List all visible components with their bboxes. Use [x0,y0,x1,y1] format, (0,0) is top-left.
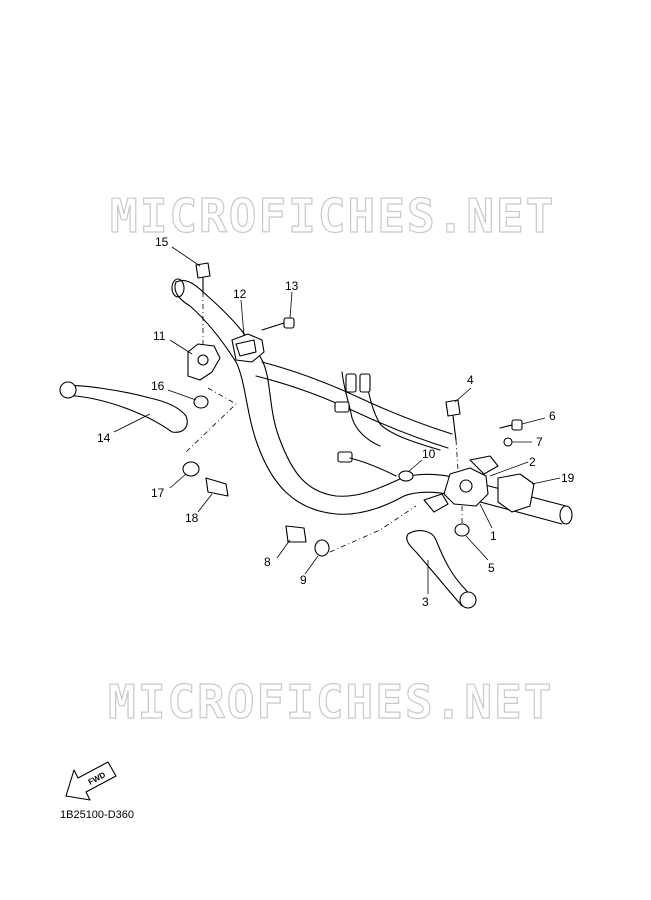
callout-14: 14 [97,431,111,445]
callout-12: 12 [233,287,247,301]
leader-lines [113,246,561,594]
callout-15: 15 [155,235,169,249]
callout-9: 9 [300,573,307,587]
callout-3: 3 [422,595,429,609]
callout-8: 8 [264,555,271,569]
watermark-top: MICROFICHES.NET [110,189,555,243]
callout-11: 11 [153,329,166,343]
fwd-arrow-icon: FWD [65,761,117,801]
diagram-code: 1B25100-D360 [60,809,134,821]
callout-18: 18 [185,511,199,525]
callouts: 15 12 13 11 16 14 17 18 8 9 10 4 6 7 2 1… [97,235,575,609]
callout-2: 2 [529,455,536,469]
callout-6: 6 [549,409,556,423]
callout-7: 7 [536,435,543,449]
callout-4: 4 [467,373,474,387]
watermark-bottom: MICROFICHES.NET [108,675,553,729]
wiring [334,371,441,477]
callout-16: 16 [151,379,165,393]
callout-5: 5 [488,561,495,575]
left-lever-assembly [59,262,295,497]
right-lever-assembly [285,399,535,609]
callout-17: 17 [151,486,165,500]
callout-1: 1 [490,529,497,543]
callout-19: 19 [561,471,575,485]
callout-10: 10 [422,447,436,461]
callout-13: 13 [285,279,299,293]
